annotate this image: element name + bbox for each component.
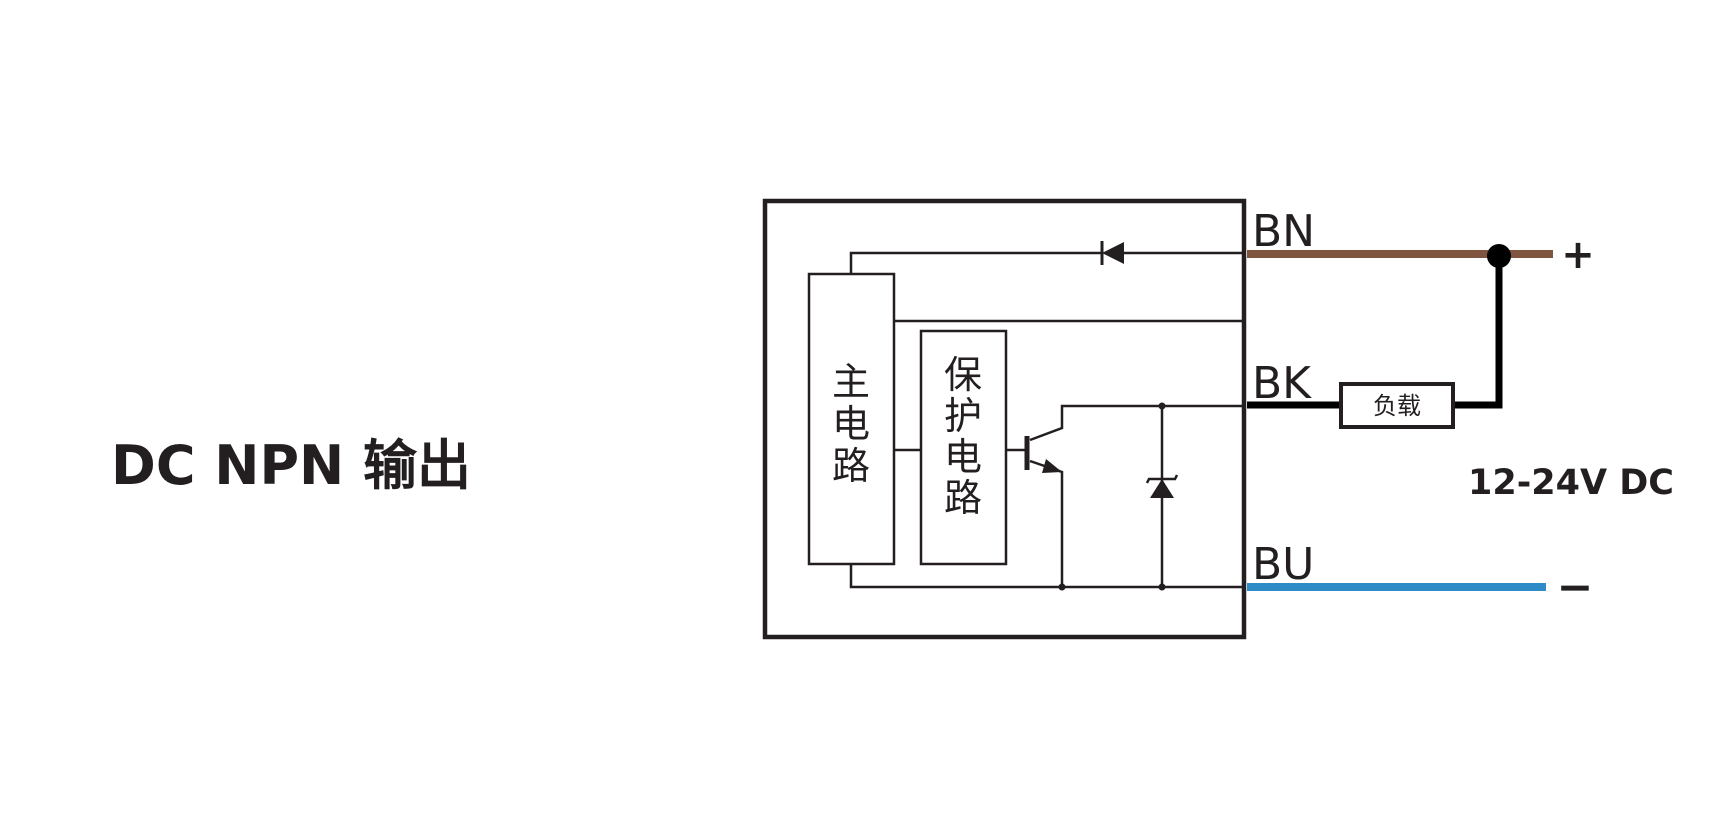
- protection-circuit-char: 保: [944, 353, 982, 397]
- junction-dot: [1487, 244, 1511, 268]
- bu-label: BU: [1252, 539, 1314, 590]
- plus-terminal-label: +: [1561, 232, 1595, 278]
- sensor-housing: [762, 198, 1247, 640]
- internal-wiring: [849, 251, 1244, 589]
- bk-label: BK: [1252, 358, 1312, 409]
- npn-transistor-icon: [1024, 436, 1062, 473]
- junction-dot: [1158, 402, 1166, 410]
- protection-circuit-block: [919, 329, 1008, 566]
- bn-label: BN: [1252, 206, 1315, 257]
- protection-circuit-char: 路: [944, 476, 982, 520]
- minus-terminal-label: −: [1557, 562, 1594, 613]
- main-circuit-char: 主: [832, 360, 870, 404]
- load-label: 负载: [1373, 392, 1421, 420]
- main-circuit-block: [807, 272, 896, 566]
- protection-circuit-label: 保 护 电 路: [944, 353, 982, 520]
- diagram-title: DC NPN 输出: [111, 434, 471, 497]
- zener-diode-icon: [1145, 474, 1179, 498]
- protection-circuit-char: 护: [944, 394, 982, 438]
- main-circuit-char: 路: [832, 444, 870, 488]
- supply-voltage-label: 12-24V DC: [1468, 463, 1674, 503]
- junction-dot: [1058, 583, 1066, 591]
- main-circuit-char: 电: [832, 402, 870, 446]
- diode-icon: [1100, 241, 1124, 265]
- protection-circuit-char: 电: [944, 435, 982, 479]
- load-return-wire: [1454, 254, 1503, 409]
- junction-dot: [1158, 583, 1166, 591]
- load-block: [1339, 382, 1455, 429]
- main-circuit-label: 主 电 路: [832, 360, 870, 488]
